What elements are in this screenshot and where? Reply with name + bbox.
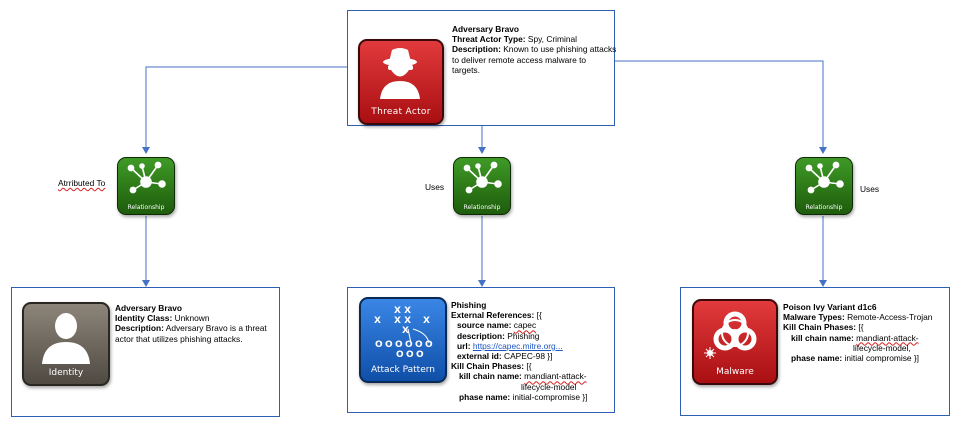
biohazard-icon [704,311,757,359]
attack-pattern-details: Phishing External References: [{ source … [451,300,588,402]
network-icon [463,161,502,194]
malware-details: Poison Ivy Variant d1c6 Malware Types: R… [783,302,933,364]
network-icon [127,161,166,194]
network-icon [805,161,844,194]
svg-text:O: O [385,340,393,350]
threat-actor-name: Adversary Bravo [452,24,520,34]
relationship-tile-label: Relationship [127,204,165,211]
edge-label-uses-right: Uses [860,184,880,194]
relationship-tile-label: Relationship [805,204,843,211]
edge-label-uses-middle: Uses [425,182,445,192]
svg-text:X: X [423,316,430,326]
identity-tile: Identity [22,302,110,386]
identity-node[interactable]: Identity Adversary Bravo Identity Class:… [11,287,280,417]
svg-text:O: O [425,340,433,350]
relationship-tile-left[interactable]: Relationship [117,157,175,215]
threat-actor-tile: Threat Actor [358,39,444,125]
svg-text:O: O [396,350,404,360]
svg-text:O: O [375,340,383,350]
threat-actor-details: Adversary Bravo Threat Actor Type: Spy, … [452,24,617,75]
svg-text:X X: X X [394,316,411,326]
svg-text:O: O [415,340,423,350]
capec-url-link[interactable]: https://capec.mitre.org... [472,340,563,351]
svg-text:X: X [402,326,409,336]
attack-pattern-tile-label: Attack Pattern [371,365,435,375]
spy-icon [380,48,420,99]
attack-pattern-name: Phishing [451,300,487,310]
svg-text:O: O [416,350,424,360]
threat-actor-tile-label: Threat Actor [371,107,431,117]
edge-label-attributed-to: Atrributed To [58,178,106,188]
person-icon [42,313,90,364]
threat-actor-node[interactable]: Threat Actor Adversary Bravo Threat Acto… [347,10,617,126]
svg-text:X: X [374,316,381,326]
svg-text:X X: X X [394,306,411,316]
malware-name: Poison Ivy Variant d1c6 [783,302,877,312]
edge-threat-to-rel-right [615,60,827,154]
svg-text:O: O [395,340,403,350]
malware-tile-label: Malware [716,367,754,377]
relationship-tile-middle[interactable]: Relationship [453,157,511,215]
relationship-tile-label: Relationship [463,204,501,211]
relationship-tile-right[interactable]: Relationship [795,157,853,215]
identity-tile-label: Identity [48,368,84,378]
identity-details: Adversary Bravo Identity Class: Unknown … [115,303,267,344]
edge-threat-to-rel-left [142,66,347,154]
malware-node[interactable]: Malware Poison Ivy Variant d1c6 Malware … [680,287,950,416]
identity-name: Adversary Bravo [115,303,183,313]
svg-text:O: O [406,350,414,360]
malware-tile: Malware [692,299,778,385]
svg-text:O: O [405,340,413,350]
